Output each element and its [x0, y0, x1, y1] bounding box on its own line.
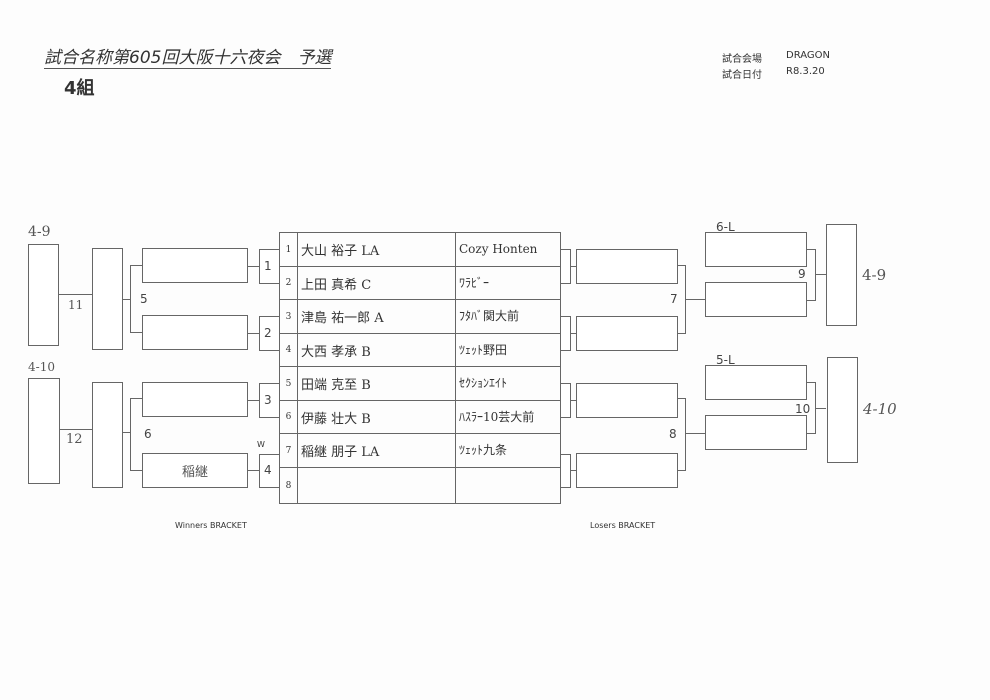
final-slot: [28, 378, 60, 484]
match-1-label: 1: [264, 259, 272, 273]
match-2-label: 2: [264, 326, 272, 340]
loser-slot: [576, 316, 678, 351]
player-name: [297, 467, 456, 504]
team-name: ﾂｪｯﾄ野田: [455, 333, 561, 367]
seed-number: 2: [279, 266, 298, 300]
team-name: ﾌﾀﾊﾞ関大前: [455, 299, 561, 334]
seed-number: 5: [279, 366, 298, 401]
source-bottom-label: 5-L: [716, 353, 735, 367]
match-3-label: 3: [264, 393, 272, 407]
player-name: 稲継 朋子 LA: [297, 433, 456, 468]
semi-slot: [92, 382, 123, 488]
walkover-mark: W: [257, 440, 265, 449]
match-11-label: 11: [68, 298, 84, 312]
seed-number: 7: [279, 433, 298, 468]
player-name: 大西 孝承 B: [297, 333, 456, 367]
losers-bracket-label: Losers BRACKET: [590, 521, 656, 530]
loser-r2-slot: [705, 415, 807, 450]
match-5-label: 5: [140, 292, 148, 306]
seed-number: 8: [279, 467, 298, 504]
loser-final-slot: [826, 224, 857, 326]
final-slot: [28, 244, 59, 346]
match-4-label: 4: [264, 463, 272, 477]
venue-label: 試合会場: [722, 54, 762, 65]
team-name: ｾｸｼｮﾝｴｲﾄ: [455, 366, 561, 401]
team-name: ﾂｪｯﾄ九条: [455, 433, 561, 468]
loser-final-slot: [827, 357, 858, 463]
player-name: 上田 真希 C: [297, 266, 456, 300]
winners-bracket-label: Winners BRACKET: [175, 521, 247, 530]
team-name: [455, 467, 561, 504]
match-7-label: 7: [670, 292, 678, 306]
team-name: Cozy Honten: [455, 232, 561, 267]
venue-value: DRAGON: [786, 50, 831, 61]
loser-dest-bottom: 4-10: [863, 400, 897, 418]
source-top-label: 6-L: [716, 220, 735, 234]
seed-number: 1: [279, 232, 298, 267]
player-name: 大山 裕子 LA: [297, 232, 456, 267]
match-10-label: 10: [795, 402, 811, 416]
seed-number: 6: [279, 400, 298, 434]
winner-slot-m4: 稲継: [142, 453, 248, 488]
tournament-title: 試合名称第605回大阪十六夜会 予選: [44, 43, 332, 69]
loser-r2-slot: [705, 232, 807, 267]
loser-slot: [576, 383, 678, 418]
dest-bottom-label: 4-10: [28, 360, 55, 374]
match-9-label: 9: [798, 267, 806, 281]
team-name: ﾊｽﾗｰ10芸大前: [455, 400, 561, 434]
match-12-label: 12: [66, 432, 83, 447]
loser-dest-top: 4-9: [862, 266, 887, 284]
match-8-label: 8: [669, 427, 677, 441]
date-label: 試合日付: [722, 70, 762, 81]
player-name: 津島 祐一郎 A: [297, 299, 456, 334]
loser-r2-slot: [705, 282, 807, 317]
loser-slot: [576, 249, 678, 284]
semi-slot: [92, 248, 123, 350]
player-name: 田端 克至 B: [297, 366, 456, 401]
seed-number: 3: [279, 299, 298, 334]
dest-top-label: 4-9: [28, 224, 51, 240]
group-label: 4組: [64, 78, 95, 99]
winner-slot: [142, 315, 248, 350]
date-value: R8.3.20: [786, 66, 825, 77]
winner-slot: [142, 382, 248, 417]
team-name: ﾜﾗﾋﾞｰ: [455, 266, 561, 300]
match-6-label: 6: [144, 427, 152, 441]
loser-r2-slot: [705, 365, 807, 400]
player-name: 伊藤 壮大 B: [297, 400, 456, 434]
loser-slot: [576, 453, 678, 488]
seed-number: 4: [279, 333, 298, 367]
winner-slot: [142, 248, 248, 283]
